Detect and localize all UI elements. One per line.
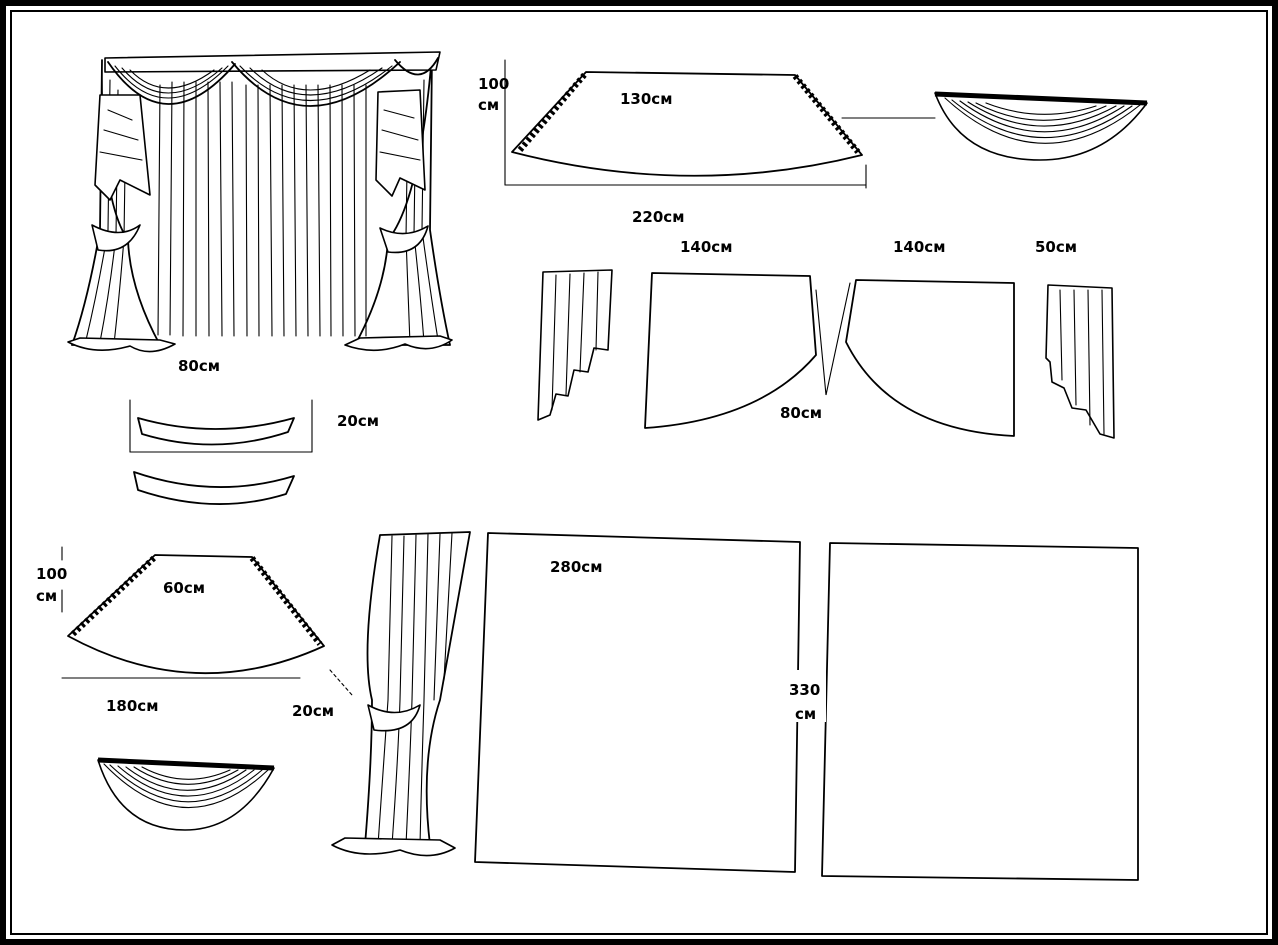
- swag-pattern-bottom: [61, 546, 353, 696]
- label-jabot-width: 50см: [1035, 238, 1077, 256]
- label-swag-bottom-height-num: 100: [36, 565, 67, 583]
- label-panel-height-unit: см: [795, 705, 816, 723]
- tie-band-pattern: [129, 399, 313, 505]
- curtain-illustration-single: [331, 531, 471, 857]
- label-tie-band-height: 20см: [337, 412, 379, 430]
- label-swag-top-width-top: 130см: [620, 90, 672, 108]
- label-side-left-width: 140см: [680, 238, 732, 256]
- main-panel-right: [821, 542, 1139, 881]
- label-side-drop: 80см: [780, 404, 822, 422]
- label-swag-bottom-width-bottom: 180см: [106, 697, 158, 715]
- frame-inner: [10, 10, 1268, 935]
- label-panel-width: 280см: [550, 558, 602, 576]
- label-swag-top-height-unit: см: [478, 96, 499, 114]
- swag-illustration-top: [934, 91, 1148, 161]
- label-swag-top-height-num: 100: [478, 75, 509, 93]
- side-drop-marker: [815, 282, 851, 396]
- jabot-right: [1045, 284, 1115, 439]
- label-hero-width: 80см: [178, 357, 220, 375]
- main-panel-left: [474, 532, 801, 873]
- label-panel-height-num: 330: [789, 681, 820, 699]
- label-swag-top-width-bottom: 220см: [632, 208, 684, 226]
- label-swag-bottom-width-top: 60см: [163, 579, 205, 597]
- side-panel-right: [845, 279, 1015, 437]
- side-panel-left: [644, 272, 817, 429]
- swag-illustration-bottom: [97, 757, 275, 831]
- sheer-pleats: [157, 81, 367, 337]
- jabot-left: [537, 269, 613, 421]
- label-swag-bottom-height-unit: см: [36, 587, 57, 605]
- curtain-illustration-full: [67, 51, 453, 353]
- label-side-right-width: 140см: [893, 238, 945, 256]
- label-swag-bottom-trim: 20см: [292, 702, 334, 720]
- swag-pattern-top: [504, 59, 936, 189]
